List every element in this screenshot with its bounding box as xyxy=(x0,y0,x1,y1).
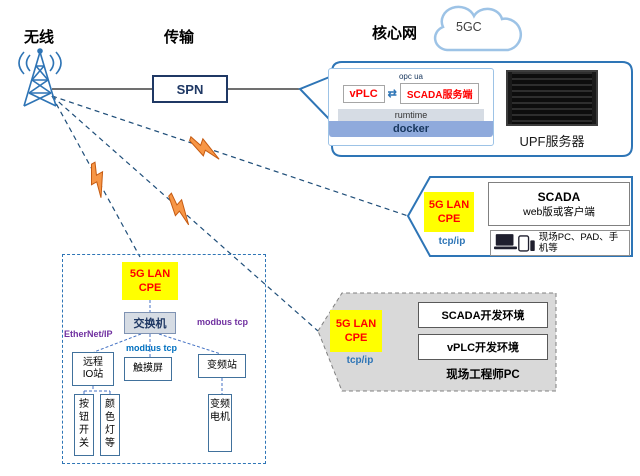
vfd-station-node: 变频站 xyxy=(198,354,246,378)
push-button-node: 按钮开关 xyxy=(74,394,94,456)
laptop-icon xyxy=(494,234,518,250)
remote-io-node: 远程 IO站 xyxy=(72,352,114,386)
factory-wiring-lines xyxy=(83,300,223,394)
scada-dev-env-box: SCADA开发环境 xyxy=(418,302,548,328)
runtime-bar: rumtime xyxy=(338,109,484,121)
phone-icon xyxy=(530,240,535,251)
vplc-chip: vPLC xyxy=(342,84,385,103)
scada-subtitle: web版或客户端 xyxy=(523,205,595,218)
touch-screen-node: 触摸屏 xyxy=(124,357,172,381)
scada-title: SCADA xyxy=(537,189,581,204)
double-arrow-icon: ⇄ xyxy=(387,88,397,100)
cpe-label-line1: 5G LAN xyxy=(428,199,470,211)
tcpip-label-dev: tcp/ip xyxy=(346,355,374,366)
remote-io-line1: 远程 xyxy=(83,357,103,368)
vplc-runtime-panel: opc ua vPLC ⇄ SCADA服务端 rumtime docker xyxy=(328,68,494,146)
transmission-label: 传输 xyxy=(164,29,195,46)
remote-io-line2: IO站 xyxy=(82,369,104,380)
field-devices-area: 现场PC、PAD、手机等 xyxy=(490,230,630,256)
cpe-label-line1: 5G LAN xyxy=(335,318,377,330)
cloud-5gc-label: 5GC xyxy=(456,20,482,34)
tablet-icon xyxy=(518,235,530,252)
docker-bar: docker xyxy=(329,121,493,137)
color-light-node: 颜色灯等 xyxy=(100,394,120,456)
cpe-client-node: 5G LAN CPE xyxy=(424,192,474,232)
factory-site-box xyxy=(62,254,266,464)
lightning-bolt-icon xyxy=(189,135,220,160)
field-devices-label: 现场PC、PAD、手机等 xyxy=(538,232,619,254)
tcpip-label-client: tcp/ip xyxy=(438,236,466,247)
cpe-factory-node: 5G LAN CPE xyxy=(122,262,178,300)
engineer-pc-label: 现场工程师PC xyxy=(446,369,520,381)
lightning-bolt-icon xyxy=(168,192,190,226)
cpe-label-line2: CPE xyxy=(344,332,368,344)
cpe-label-line2: CPE xyxy=(437,213,461,225)
vfd-motor-node: 变频电机 xyxy=(208,394,232,452)
lightning-bolt-icon xyxy=(90,161,104,198)
devices-icons xyxy=(494,234,535,252)
cloud-icon xyxy=(433,5,522,52)
core-network-label: 核心网 xyxy=(372,25,418,42)
wireless-label: 无线 xyxy=(24,29,55,46)
spn-node: SPN xyxy=(152,75,228,103)
modbus-tcp-label-blue: modbus tcp xyxy=(126,343,177,353)
cpe-dev-node: 5G LAN CPE xyxy=(330,310,382,352)
scada-server-chip: SCADA服务端 xyxy=(399,83,480,104)
opc-ua-label: opc ua xyxy=(398,72,424,81)
vplc-dev-env-box: vPLC开发环境 xyxy=(418,334,548,360)
upf-server-label: UPF服务器 xyxy=(519,134,585,149)
cpe-label-line1: 5G LAN xyxy=(129,268,171,280)
ethernet-switch-node: 交换机 xyxy=(124,312,176,334)
radio-tower-icon xyxy=(18,48,62,107)
modbus-tcp-label-purple: modbus tcp xyxy=(197,317,248,327)
cpe-label-line2: CPE xyxy=(138,282,162,294)
server-rack-image xyxy=(506,70,598,126)
ethernet-ip-label: EtherNet/IP xyxy=(64,329,113,339)
scada-web-client-box: SCADA web版或客户端 xyxy=(488,182,630,226)
